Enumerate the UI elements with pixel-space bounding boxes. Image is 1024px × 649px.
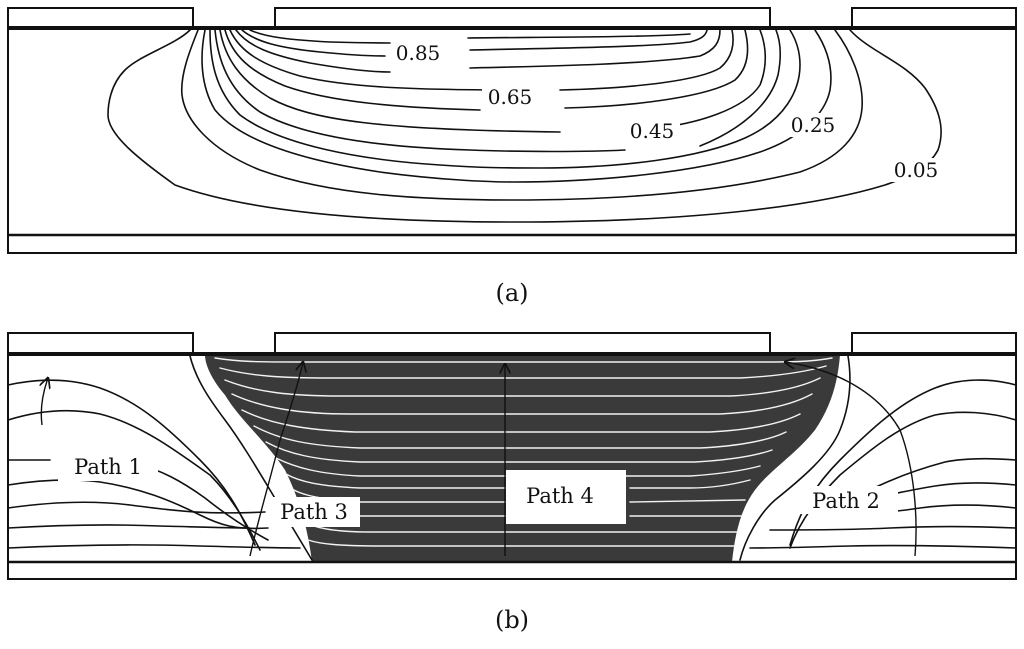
panel-a-electrodes	[7, 7, 1017, 28]
panel-b-caption: (b)	[495, 606, 529, 634]
path-label: Path 4	[526, 484, 594, 508]
panel-a-substrate	[7, 26, 1017, 254]
panel-b: Path 1 Path 2 Path 3 Path 4 (b)	[7, 332, 1017, 634]
shaded-region	[205, 355, 840, 562]
path-label: Path 1	[74, 455, 142, 479]
panel-b-electrodes	[7, 332, 1017, 354]
contour-label: 0.85	[396, 41, 441, 65]
contour-label: 0.65	[488, 85, 533, 109]
path-2-curve	[785, 362, 917, 557]
panel-a-caption: (a)	[495, 279, 528, 307]
panel-a: 0.85 0.65 0.45 0.25 0.05 (a)	[7, 7, 1017, 307]
path-label: Path 3	[280, 500, 348, 524]
contour-label: 0.05	[894, 158, 939, 182]
panel-a-contour-labels: 0.85 0.65 0.45 0.25 0.05	[393, 40, 942, 182]
path-label: Path 2	[812, 489, 880, 513]
path-labels: Path 1 Path 2 Path 3 Path 4	[58, 453, 898, 527]
path-3-arrow	[249, 362, 303, 557]
contour-label: 0.25	[791, 113, 836, 137]
path-1-arrow	[41, 378, 48, 426]
panel-a-contours	[107, 29, 942, 223]
field-paths	[41, 362, 917, 557]
contour-label: 0.45	[630, 119, 675, 143]
